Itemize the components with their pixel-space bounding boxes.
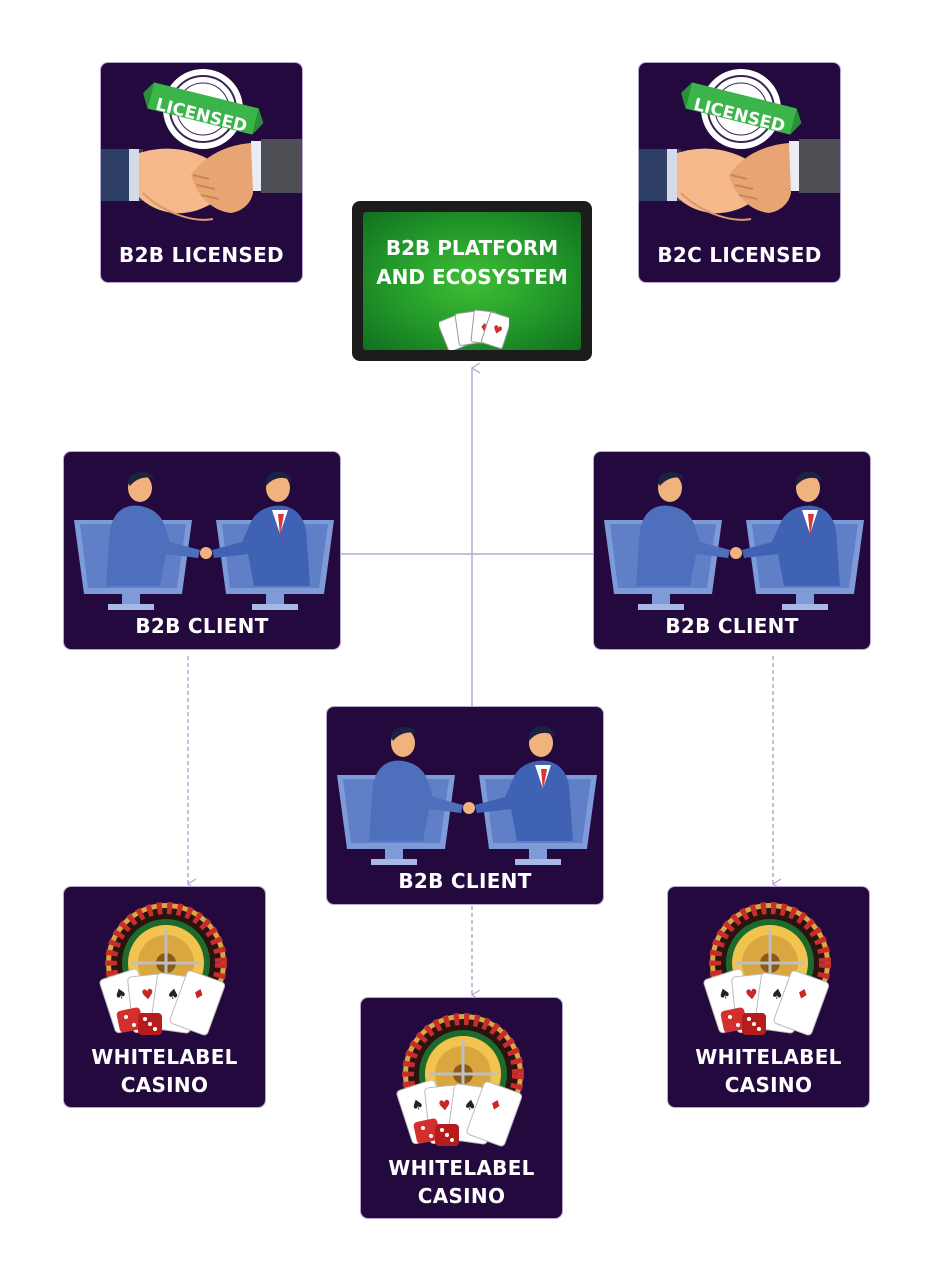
casino-label-line1: WHITELABEL: [695, 1045, 842, 1069]
client-card-right: B2B CLIENT: [593, 451, 871, 650]
casino-card-left: WHITELABEL CASINO: [63, 886, 266, 1108]
platform-node: B2B PLATFORM AND ECOSYSTEM ♦ ♥: [352, 201, 592, 361]
platform-label-line2: AND ECOSYSTEM: [376, 265, 568, 289]
casino-label-line1: WHITELABEL: [388, 1156, 535, 1180]
licensed-stamp-handshake-icon: LICENSED: [101, 68, 302, 221]
licensed-stamp-handshake-icon: LICENSED: [639, 68, 840, 221]
casino-label-line2: CASINO: [417, 1184, 506, 1208]
roulette-cards-dice-icon: [363, 1012, 563, 1152]
roulette-cards-dice-icon: [670, 901, 870, 1041]
roulette-cards-dice-icon: [66, 901, 266, 1041]
casino-card-center: WHITELABEL CASINO: [360, 997, 563, 1219]
client-card-label: B2B CLIENT: [398, 869, 532, 893]
casino-label-line1: WHITELABEL: [91, 1045, 238, 1069]
platform-label: B2B PLATFORM AND ECOSYSTEM: [363, 234, 581, 292]
casino-card-label: WHITELABEL CASINO: [668, 1043, 869, 1099]
video-call-handshake-icon: [74, 471, 334, 610]
svg-text:♥: ♥: [491, 322, 504, 337]
casino-card-right: WHITELABEL CASINO: [667, 886, 870, 1108]
client-card-label: B2B CLIENT: [665, 614, 799, 638]
video-call-handshake-icon: [604, 471, 864, 610]
casino-card-label: WHITELABEL CASINO: [361, 1154, 562, 1210]
licensed-card-label: B2B LICENSED: [119, 243, 284, 267]
licensed-card-b2c: LICENSED B2C LICENSED: [638, 62, 841, 283]
client-card-label: B2B CLIENT: [135, 614, 269, 638]
licensed-card-b2b: LICENSED B2B LICENSED: [100, 62, 303, 283]
client-card-left: B2B CLIENT: [63, 451, 341, 650]
casino-card-label: WHITELABEL CASINO: [64, 1043, 265, 1099]
svg-text:♦: ♦: [479, 321, 490, 335]
playing-cards-icon: ♦ ♥: [439, 309, 509, 350]
platform-label-line1: B2B PLATFORM: [385, 236, 559, 260]
client-card-center: B2B CLIENT: [326, 706, 604, 905]
licensed-card-label: B2C LICENSED: [657, 243, 822, 267]
casino-label-line2: CASINO: [120, 1073, 209, 1097]
platform-screen: B2B PLATFORM AND ECOSYSTEM ♦ ♥: [363, 212, 581, 350]
video-call-handshake-icon: [337, 726, 597, 865]
casino-label-line2: CASINO: [724, 1073, 813, 1097]
